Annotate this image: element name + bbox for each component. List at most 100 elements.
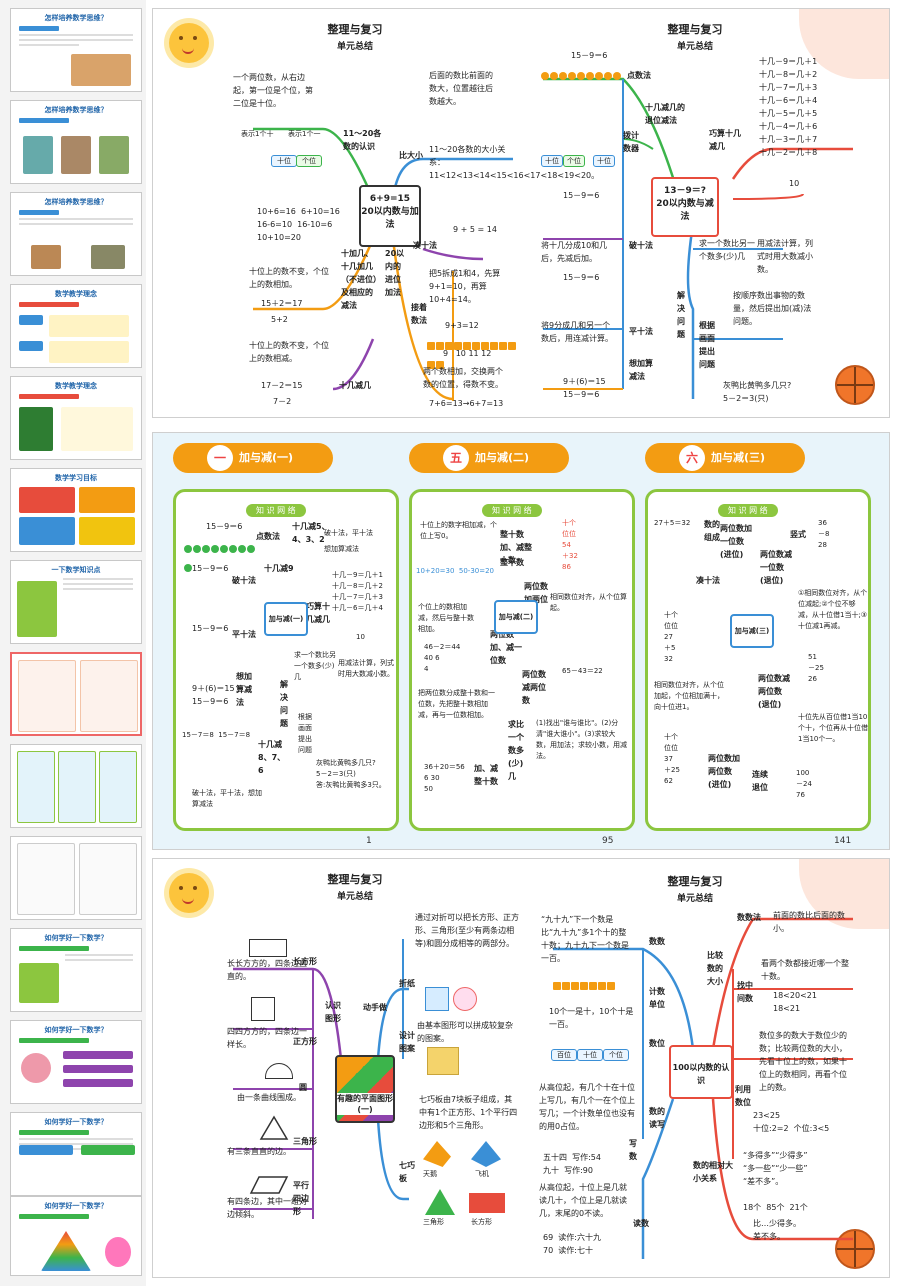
branch-label: 两位数减一位数(退位) [760,550,792,585]
branch-label: 读数 [633,1219,649,1228]
node-text: 表示1个一 [288,130,321,138]
branch-label: 两位数减两位数(退位) [758,674,790,709]
center-topic: 加与减(三) [730,614,774,648]
thumbnail-title: 一下数学知识点 [51,565,101,574]
node-text: 长长方方的，四条边直直的。 [227,959,307,981]
branch-label: 设计图案 [399,1031,415,1053]
node-text: 5+2 [271,315,288,324]
slide-thumbnail-5[interactable]: 数学教学理念 [10,376,142,460]
slide-thumbnail-9[interactable] [10,744,142,828]
node-text: 求一个数比另一个数多(少)几 [294,651,336,681]
branch-label: 点数法 [256,532,280,541]
left-subheader: 单元总结 [336,42,373,52]
chapter-banner-1: 一 加与减(一) [173,443,333,473]
node-text: 两个数相加，交换两个数的位置，得数不变。 [423,367,503,389]
center-topic: 加与减(二) [494,600,538,634]
circle-fold-icon [453,987,477,1011]
thumbnail-title: 数学教学理念 [55,381,97,390]
panel-chapter-6: 知 识 网 络 27＋5＝32 数的组成 两位数加一位数(进位) 竖式 36 －… [645,489,871,846]
shape-caption: 三角形 [423,1218,444,1226]
slide-thumbnail-3[interactable]: 怎样培养数学思维？ [10,192,142,276]
node-text: 15－7＝8 15－7＝8 [182,731,251,739]
rectangle-tangram-icon [469,1193,505,1213]
thumbnail-title: 怎样培养数学思维？ [44,105,108,114]
branch-label: 计数单位 [649,987,665,1009]
thumbnail-title: 怎样培养数学思维？ [44,13,108,22]
right-header: 整理与复习 [667,23,723,36]
page-number: 95 [602,836,614,846]
slide-thumbnail-8[interactable] [10,652,142,736]
branch-label: 比较数的大小 [707,951,723,986]
node-text: 把5拆成1和4，先算9+1=10，再算10+4=14。 [429,269,501,304]
slide-thumbnail-2[interactable]: 怎样培养数学思维？ [10,100,142,184]
branch-label: 七巧板 [399,1161,415,1183]
node-text: 15－9＝6 [563,191,600,200]
branch-label: 十几减5、4、3、2 [292,522,330,544]
branch-label: 比大小 [399,151,423,160]
node-text: (1)找出"谁与谁比"。(2)分清"谁大谁小"。(3)求较大数，用加法；求较小数… [536,719,627,760]
slide-thumbnail-14[interactable]: 如何学好一下数学？ [10,1196,142,1276]
knowledge-network-badge: 知 识 网 络 [718,504,778,517]
slide-thumbnail-12[interactable]: 如何学好一下数学？ [10,1020,142,1104]
branch-label: 两位数加、减一位数 [490,630,522,665]
slide-addition-subtraction-review[interactable]: 整理与复习 单元总结 整理与复习 单元总结 一个两位数，从右边起，第一位是个位，… [152,8,890,418]
center-topic-subtraction: 13－9＝? 20以内数与减法 [651,177,719,237]
node-text: 11～20各数的大小关系：11<12<13<14<15<16<17<18<19<… [429,145,600,180]
branch-label: 解决问题 [677,291,685,339]
chapter-number: 六 [679,445,705,471]
branch-label: 正方形 [293,1037,317,1046]
branch-label: 想加算减法 [236,672,252,707]
node-text: 10 [356,633,365,641]
node-text: 相同数位对齐，从个位算起。 [550,593,627,612]
node-text: 9＋(6)＝15 15－9＝6 [563,377,606,399]
square-fold-icon [425,987,449,1011]
node-text: 69 读作:六十九 70 读作:七十 [543,1233,601,1255]
slide-thumbnail-6[interactable]: 数学学习目标 [10,468,142,552]
node-text: 9＋(6)＝15 15－9＝6 [192,684,235,706]
chapter-banner-6: 六 加与减(三) [645,443,805,473]
slide-thumbnail-11[interactable]: 如何学好一下数学？ [10,928,142,1012]
node-text: 15＋2＝17 [261,299,303,308]
branch-label: 求比一个数多(少)几 [508,720,524,781]
slide-three-chapters[interactable]: 知 识 网 络 15－9＝6 点数法 十几减5、4、3、2 破十法，平十法 想加… [152,432,890,850]
slide-thumbnail-7[interactable]: 一下数学知识点 [10,560,142,644]
node-text: 十几－9＝几＋1 十几－8＝几＋2 十几－7＝几＋3 十几－6＝几＋4 [332,571,383,612]
branch-label: 整十数加、减整十数 [500,530,532,565]
node-text: 四四方方的，四条边一样长。 [227,1027,307,1049]
node-text: 15－9＝6 [192,564,229,573]
node-text: 23<25 十位:2=2 个位:3<5 [753,1111,830,1133]
branch-label: 三角形 [293,1137,317,1146]
branch-label: 凑十法 [413,241,437,250]
page-number: 1 [366,836,372,846]
slide-thumbnail-13[interactable]: 如何学好一下数学？ [10,1112,142,1196]
branch-label: 数的相对大小关系 [693,1161,733,1183]
center-topic-label: 有趣的平面图形(一) [337,1093,393,1115]
slide-thumbnail-4[interactable]: 数学教学理念 [10,284,142,368]
thumbnail-title: 数学教学理念 [55,289,97,298]
node-text: 按顺序数出事物的数量，然后提出加(减)法问题。 [733,291,812,326]
counting-blocks [553,975,633,990]
branch-label: 凑十法 [696,576,720,585]
branch-label: 破十法 [232,576,256,585]
hundreds-place-box: 百位 [551,1049,577,1061]
branch-label: 破十法 [629,241,653,250]
node-text: 7+6=13→6+7=13 [429,399,504,408]
slide-thumbnail-1[interactable]: 怎样培养数学思维？ [10,8,142,92]
node-text: 36＋20＝56 6 30 50 [424,763,465,793]
thumbnail-title: 如何学好一下数学？ [44,1117,108,1126]
center-topic: 加与减(一) [264,602,308,636]
node-text: 46－2＝44 40 6 4 [424,643,461,673]
parallelogram-shape-icon [249,1176,289,1194]
node-text: 从高位起，有几个十在十位上写几，有几个一在个位上写几；一个计数单位也没有的用0占… [539,1083,635,1131]
right-header: 整理与复习 [667,875,723,888]
sun-icon [169,873,209,913]
slide-shapes-and-numbers-review[interactable]: 整理与复习 单元总结 整理与复习 单元总结 长长方方的，四条边直直的。 长方形 … [152,858,890,1278]
node-text: 36 －8 28 [818,519,830,549]
tens-place-box: 十位 [541,155,563,167]
branch-label: 数数法 [737,913,761,922]
node-text: 15－9＝6 [206,522,243,531]
slide-thumbnail-10[interactable] [10,836,142,920]
thumbnail-title: 如何学好一下数学？ [44,933,108,942]
chapter-title: 加与减(三) [711,451,766,464]
branch-label: 两位数减两位数 [522,670,546,705]
